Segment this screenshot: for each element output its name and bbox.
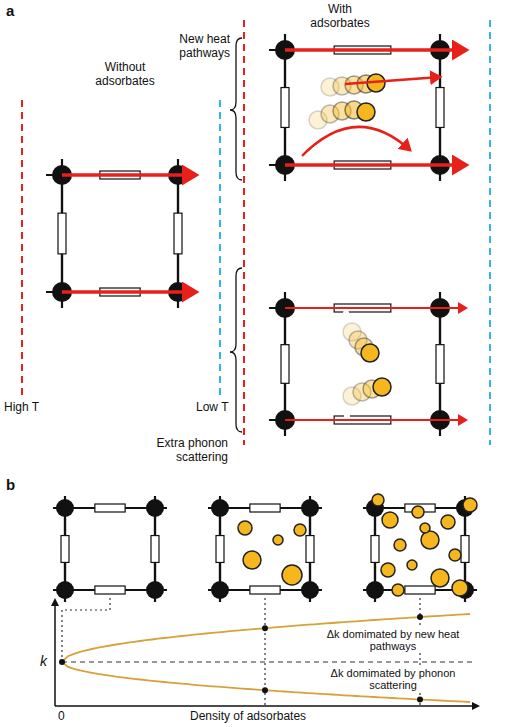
adsorbate <box>394 539 406 551</box>
panel-letter: b <box>6 478 15 492</box>
adsorbate <box>238 521 252 535</box>
adsorbate <box>421 531 439 549</box>
adsorbate <box>243 551 261 569</box>
adsorbate <box>373 378 391 396</box>
contact-dot <box>344 413 350 419</box>
data-point <box>417 696 423 702</box>
spring-symbol <box>151 536 159 563</box>
heat-arrow <box>62 173 196 177</box>
adsorbate <box>431 569 449 587</box>
spring-symbol <box>436 88 444 128</box>
spring-symbol <box>306 536 314 563</box>
heat-arrow <box>285 307 466 309</box>
spring-symbol <box>95 586 125 594</box>
adsorbate <box>361 344 379 362</box>
data-point <box>262 625 268 631</box>
reservoir-label: High T <box>4 400 39 414</box>
spring-symbol <box>174 213 182 254</box>
adsorbate <box>452 580 468 596</box>
spring-symbol <box>250 586 280 594</box>
axis-label: Density of adsorbates <box>190 709 306 723</box>
adsorbate <box>449 549 461 561</box>
spring-symbol <box>250 504 280 512</box>
heat-arrow <box>62 290 196 294</box>
atom <box>211 581 229 599</box>
data-point <box>417 614 423 620</box>
contact-dot <box>343 310 349 316</box>
curve-label: Δk domimated by new heat pathways <box>312 628 474 652</box>
lattice-cell <box>269 292 456 436</box>
atom <box>56 499 74 517</box>
panel-letter: a <box>6 4 14 18</box>
atom <box>146 581 164 599</box>
spring-symbol <box>95 504 125 512</box>
data-point <box>262 687 268 693</box>
adsorbate <box>372 494 384 506</box>
adsorbate <box>392 584 404 596</box>
adsorbate <box>463 498 477 512</box>
spring-symbol <box>61 536 69 563</box>
adsorbate <box>282 565 302 585</box>
spring-symbol <box>281 88 289 128</box>
lattice-cell <box>46 159 194 308</box>
heat-arrow <box>285 48 466 52</box>
atom <box>56 581 74 599</box>
spring-symbol <box>216 536 224 563</box>
data-point <box>59 659 65 665</box>
atom <box>301 499 319 517</box>
lattice-cell <box>53 496 167 602</box>
bracket-label: New heat pathways <box>148 32 230 60</box>
lattice-cell <box>208 496 322 602</box>
axis-label: k <box>40 654 47 668</box>
heading: With adsorbates <box>300 2 380 30</box>
heat-arrow <box>300 127 410 158</box>
spring-symbol <box>371 536 379 563</box>
spring-symbol <box>461 536 469 563</box>
adsorbate <box>357 103 375 121</box>
spring-symbol <box>436 345 444 384</box>
axis-tick: 0 <box>58 709 65 723</box>
contact-dot <box>297 155 303 161</box>
bracket-label: Extra phonon scattering <box>128 436 228 464</box>
reservoir-label: Low T <box>196 400 228 414</box>
lattice-cell <box>269 34 456 181</box>
lattice-cell <box>363 496 477 602</box>
braces <box>230 38 242 432</box>
adsorbate <box>420 523 430 533</box>
curve-label: Δk domimated by phonon scattering <box>312 667 474 691</box>
adsorbate <box>382 512 398 528</box>
adsorbate <box>407 560 417 570</box>
spring-symbol <box>58 213 66 254</box>
heat-arrow <box>345 77 440 84</box>
heat-arrow <box>285 163 466 167</box>
adsorbate <box>381 563 395 577</box>
adsorbate <box>294 524 306 536</box>
adsorbate <box>441 515 455 529</box>
reservoir-lines <box>22 20 490 445</box>
spring-symbol <box>405 586 435 594</box>
atom <box>301 581 319 599</box>
spring-symbol <box>281 345 289 384</box>
atom <box>366 581 384 599</box>
adsorbate <box>412 506 424 518</box>
heat-arrow <box>285 419 466 421</box>
atom <box>211 499 229 517</box>
adsorbate <box>273 535 283 545</box>
chart <box>55 598 478 706</box>
heading: Without adsorbates <box>75 60 175 88</box>
atom <box>146 499 164 517</box>
